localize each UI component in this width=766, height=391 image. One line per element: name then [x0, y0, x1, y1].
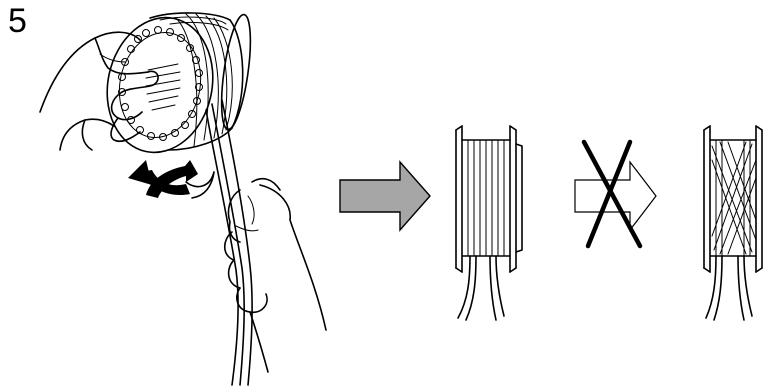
filled-arrow-icon — [340, 162, 430, 230]
hands-winding-spool-illustration — [40, 8, 326, 385]
right-hand-holding-threads — [225, 179, 326, 372]
spool-front-flange — [95, 8, 225, 163]
spool-thread-body — [150, 13, 256, 150]
crossed-winding-spool — [704, 126, 762, 320]
left-hand-holding-spool — [40, 32, 158, 150]
curved-arrow-icon — [128, 160, 214, 198]
even-winding-spool — [456, 126, 522, 320]
threads-from-spool — [206, 100, 252, 385]
